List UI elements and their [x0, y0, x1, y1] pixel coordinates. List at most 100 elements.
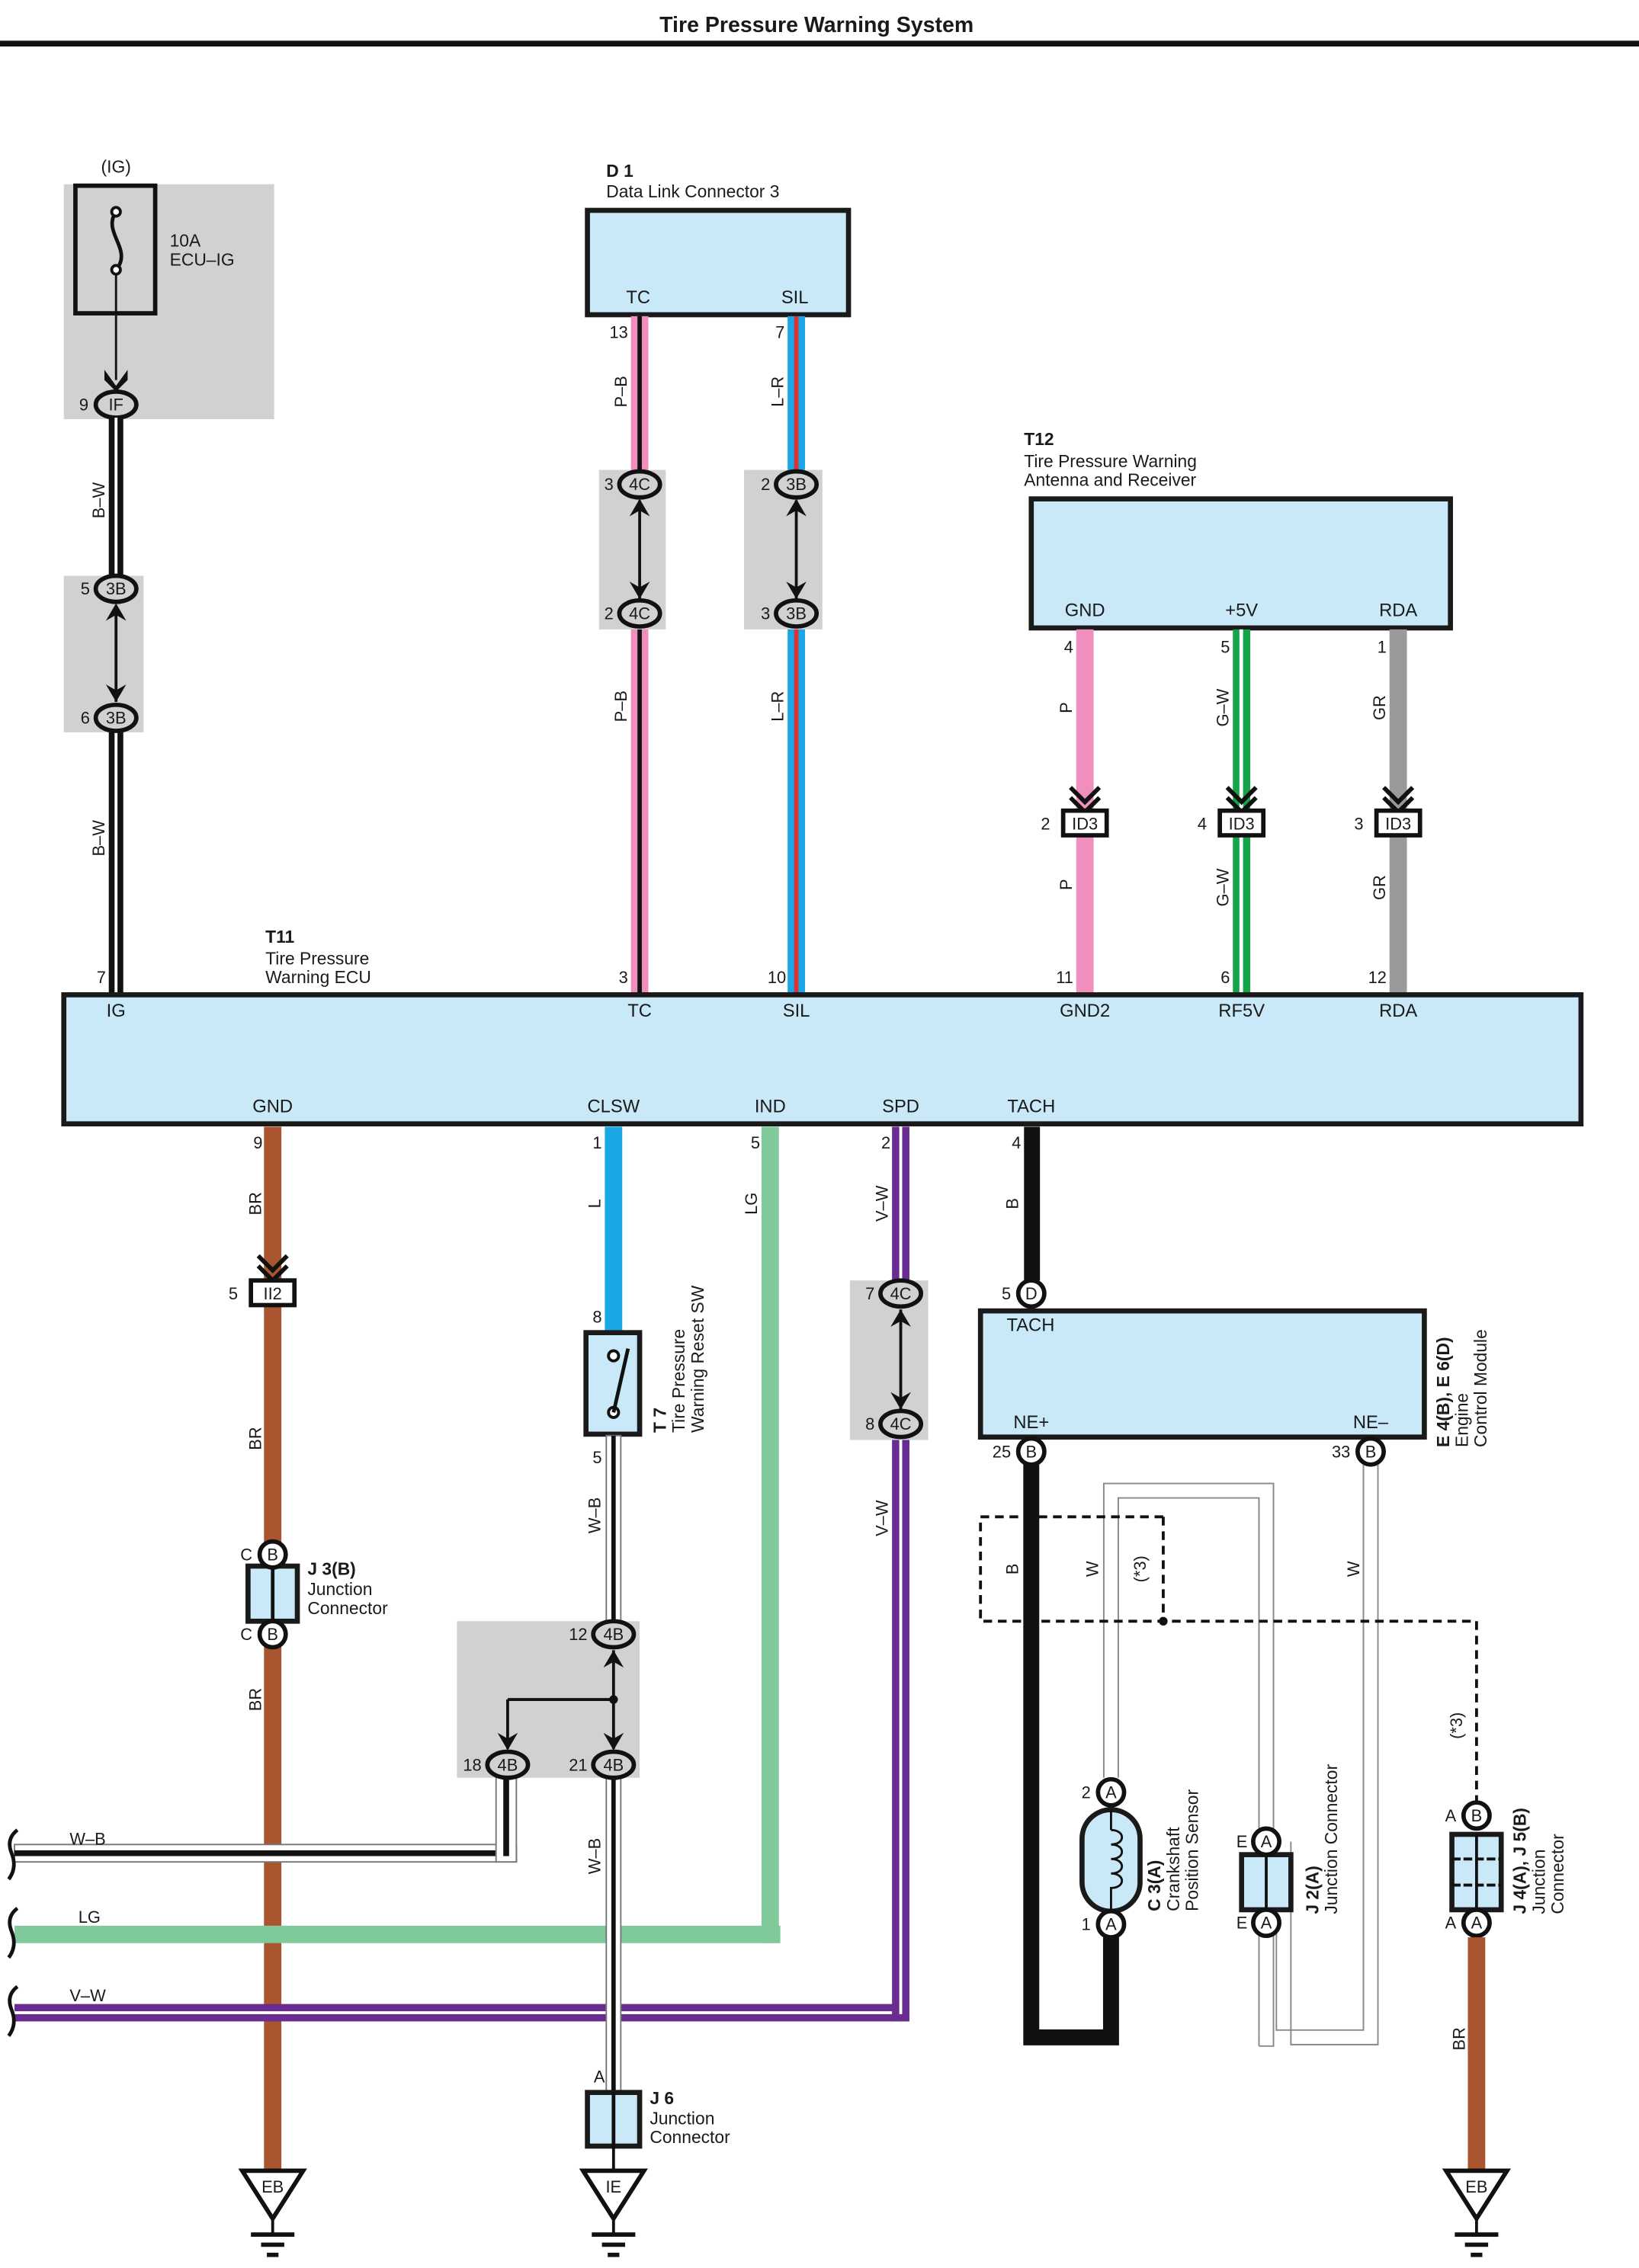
svg-text:5: 5: [751, 1133, 760, 1152]
svg-text:5: 5: [81, 579, 90, 598]
svg-text:7: 7: [97, 968, 106, 987]
svg-text:L–R: L–R: [768, 691, 787, 722]
svg-text:4B: 4B: [603, 1625, 624, 1644]
svg-text:12: 12: [569, 1625, 587, 1644]
svg-text:3: 3: [605, 475, 614, 494]
svg-text:18: 18: [463, 1755, 481, 1774]
svg-text:13: 13: [610, 322, 628, 341]
svg-text:SIL: SIL: [783, 1001, 810, 1021]
component-t12: T12 Tire Pressure Warning Antenna and Re…: [1024, 429, 1453, 631]
svg-text:4: 4: [1012, 1133, 1021, 1152]
svg-text:B: B: [267, 1625, 278, 1644]
svg-text:6: 6: [81, 709, 90, 728]
svg-text:+5V: +5V: [1225, 601, 1258, 621]
svg-text:B–W: B–W: [89, 482, 108, 518]
svg-text:2: 2: [881, 1133, 890, 1152]
svg-text:V–W: V–W: [872, 1500, 891, 1536]
connector-j3-top: [257, 1539, 288, 1570]
svg-text:J 2(A): J 2(A): [1303, 1866, 1323, 1914]
svg-text:EB: EB: [1465, 2177, 1487, 2196]
component-j45: B A A A J 4(A), J 5(B) Junction Connecto…: [1445, 1800, 1567, 2176]
svg-text:Connector: Connector: [307, 1598, 388, 1618]
wire-ground-br: [1467, 1937, 1486, 2176]
svg-text:D 1: D 1: [606, 161, 633, 181]
svg-text:11: 11: [1056, 968, 1073, 987]
ground-right: EB: [1442, 2168, 1512, 2257]
connector-3B-3: [774, 597, 819, 629]
wire-ind: [761, 1126, 779, 1943]
svg-text:Engine: Engine: [1451, 1393, 1471, 1447]
wire-reset-out: W–B W–B 4B 12 4B 18 4B 21: [457, 1434, 640, 2097]
svg-text:25: 25: [993, 1442, 1011, 1461]
svg-text:GND: GND: [252, 1096, 293, 1116]
offpage-brace-vw: [7, 1984, 19, 2037]
svg-text:G–W: G–W: [1214, 868, 1233, 906]
svg-text:T11: T11: [265, 927, 294, 947]
connector-id3-3: [1374, 808, 1422, 838]
svg-text:RDA: RDA: [1379, 601, 1417, 621]
svg-text:ID3: ID3: [1385, 814, 1411, 833]
connector-4C-3: [617, 469, 662, 500]
svg-text:II2: II2: [264, 1284, 282, 1303]
svg-text:Junction Connector: Junction Connector: [1321, 1764, 1341, 1914]
svg-text:4B: 4B: [603, 1755, 624, 1774]
svg-text:Junction: Junction: [307, 1579, 372, 1599]
svg-text:(*3): (*3): [1447, 1712, 1466, 1739]
connector-j2-top: [1251, 1826, 1281, 1857]
svg-text:V–W: V–W: [872, 1185, 891, 1222]
svg-text:4B: 4B: [498, 1755, 518, 1774]
svg-text:GR: GR: [1370, 695, 1389, 720]
wire-ig: 3B 5 3B 6 B–W B–W 7: [63, 418, 144, 995]
svg-text:CLSW: CLSW: [587, 1096, 640, 1116]
svg-text:Tire Pressure Warning: Tire Pressure Warning: [1024, 451, 1197, 471]
svg-text:C: C: [240, 1545, 252, 1564]
fuse-icon: [110, 210, 123, 271]
svg-text:Junction: Junction: [650, 2109, 714, 2129]
svg-text:1: 1: [1378, 637, 1387, 656]
svg-text:T12: T12: [1024, 429, 1054, 449]
component-j3: B C B C J 3(B) Junction Connector: [240, 1539, 388, 1650]
component-t11: T11 Tire Pressure Warning ECU IG TC SIL …: [61, 927, 1584, 1127]
svg-text:1: 1: [592, 1133, 601, 1152]
svg-text:Junction: Junction: [1528, 1850, 1548, 1914]
svg-text:BR: BR: [245, 1192, 265, 1215]
svg-text:SIL: SIL: [781, 287, 809, 308]
svg-text:2: 2: [605, 604, 614, 623]
svg-text:4: 4: [1198, 814, 1207, 833]
svg-text:TACH: TACH: [1007, 1096, 1055, 1116]
svg-text:8: 8: [865, 1414, 874, 1434]
svg-text:NE+: NE+: [1013, 1412, 1049, 1433]
svg-text:W–B: W–B: [585, 1838, 605, 1874]
svg-text:A: A: [1445, 1914, 1457, 1933]
header-rule: [0, 40, 1639, 47]
connector-ii2: [249, 1278, 297, 1308]
svg-text:E: E: [1236, 1914, 1248, 1933]
svg-text:B: B: [1365, 1442, 1377, 1461]
svg-text:L–R: L–R: [768, 376, 787, 407]
connector-3B-2: [774, 469, 819, 500]
connector-4C-8: [878, 1408, 924, 1440]
component-t7: T 7 Tire Pressure Warning Reset SW 5: [583, 1285, 707, 1467]
fuse-rating: 10A: [170, 231, 201, 251]
svg-text:IG: IG: [107, 1001, 126, 1021]
svg-text:Warning Reset SW: Warning Reset SW: [688, 1285, 707, 1433]
offpage-label-wb: W–B: [69, 1829, 105, 1848]
svg-text:Antenna and Receiver: Antenna and Receiver: [1024, 470, 1196, 490]
svg-text:LG: LG: [742, 1193, 761, 1215]
svg-text:IF: IF: [108, 396, 123, 415]
svg-text:6: 6: [1220, 968, 1230, 987]
svg-text:Tire Pressure: Tire Pressure: [669, 1329, 688, 1433]
component-d1: D 1 Data Link Connector 3 TC SIL: [585, 161, 852, 318]
connector-ecm-ne-minus: [1355, 1436, 1386, 1467]
svg-text:3: 3: [619, 968, 628, 987]
wire-tc: 13 P–B 4C 3 4C 2 P–B 3: [598, 316, 666, 995]
offpage-label-lg: LG: [79, 1908, 101, 1927]
wire-clsw: 1 L 8: [585, 1126, 623, 1334]
svg-text:D: D: [1025, 1284, 1038, 1303]
svg-text:IE: IE: [605, 2177, 621, 2196]
wire-ne-plus: B: [1003, 1464, 1119, 2045]
svg-text:J 4(A), J 5(B): J 4(A), J 5(B): [1510, 1808, 1530, 1914]
wire-sil: 7 L–R 3B 2 3B 3 L–R 10: [744, 316, 823, 995]
svg-text:Connector: Connector: [1548, 1834, 1567, 1914]
svg-text:A: A: [1261, 1914, 1272, 1933]
